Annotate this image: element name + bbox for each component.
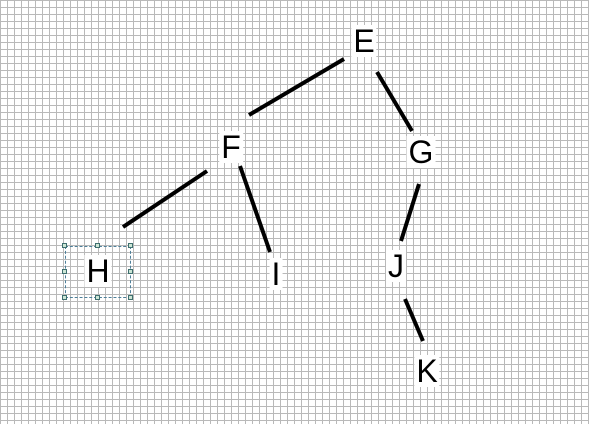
- edge-E-F[interactable]: [247, 57, 346, 117]
- node-j[interactable]: J: [386, 248, 406, 284]
- edge-E-G[interactable]: [375, 70, 414, 133]
- resize-handle-top-left[interactable]: [62, 243, 67, 248]
- edge-J-K[interactable]: [403, 298, 425, 342]
- node-i[interactable]: I: [269, 256, 283, 292]
- resize-handle-left[interactable]: [62, 269, 67, 274]
- node-k[interactable]: K: [414, 353, 440, 389]
- node-h[interactable]: H: [84, 253, 112, 289]
- resize-handle-bottom-left[interactable]: [62, 295, 67, 300]
- resize-handle-bottom[interactable]: [95, 295, 100, 300]
- node-f[interactable]: F: [219, 129, 243, 165]
- selection-box[interactable]: [65, 246, 131, 298]
- edge-F-I[interactable]: [238, 165, 272, 253]
- edge-F-H[interactable]: [121, 169, 209, 229]
- resize-handle-top-right[interactable]: [128, 243, 133, 248]
- node-e[interactable]: E: [351, 23, 377, 59]
- node-g[interactable]: G: [406, 134, 436, 170]
- resize-handle-right[interactable]: [128, 269, 133, 274]
- resize-handle-bottom-right[interactable]: [128, 295, 133, 300]
- resize-handle-top[interactable]: [95, 243, 100, 248]
- edge-G-J[interactable]: [399, 183, 421, 242]
